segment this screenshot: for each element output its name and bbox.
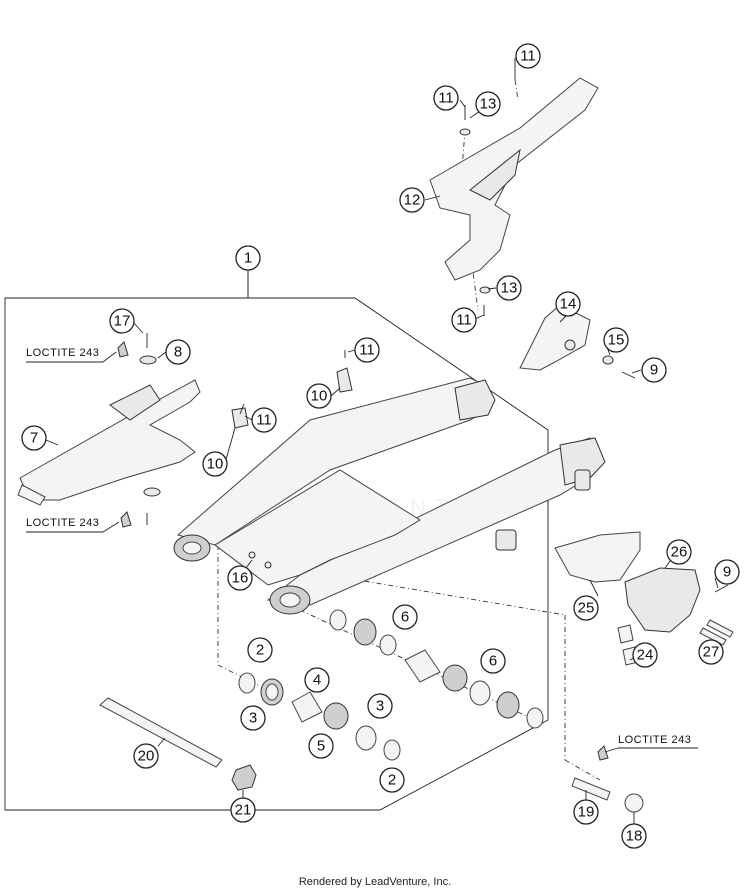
callout-11-a: 11 — [515, 43, 541, 69]
svg-text:11: 11 — [256, 412, 272, 429]
svg-text:8: 8 — [174, 344, 182, 361]
svg-text:26: 26 — [671, 544, 688, 561]
chain-slider — [17, 379, 201, 506]
callout-8: 8 — [165, 339, 191, 365]
svg-text:19: 19 — [578, 804, 595, 821]
callout-19: 19 — [573, 799, 599, 825]
svg-text:6: 6 — [489, 653, 497, 670]
svg-text:10: 10 — [311, 388, 328, 405]
svg-text:9: 9 — [650, 362, 658, 379]
assembly-outline — [4, 270, 549, 811]
callout-3-left: 3 — [240, 705, 266, 731]
footer-credit: Rendered by LeadVenture, Inc. — [298, 876, 452, 888]
callout-15: 15 — [603, 327, 629, 353]
svg-text:2: 2 — [256, 642, 264, 659]
callout-26: 26 — [666, 539, 692, 565]
svg-text:LOCTITE 243: LOCTITE 243 — [26, 347, 99, 359]
callout-20: 20 — [133, 743, 159, 769]
svg-text:12: 12 — [404, 192, 421, 209]
callout-6-lower: 6 — [480, 648, 506, 674]
callout-18: 18 — [621, 823, 647, 849]
callout-16: 16 — [227, 565, 253, 591]
callout-11-c: 11 — [354, 337, 380, 363]
pivot-axle — [99, 697, 257, 791]
svg-text:6: 6 — [401, 609, 409, 626]
svg-text:9: 9 — [723, 564, 731, 581]
svg-text:LOCTITE 243: LOCTITE 243 — [618, 734, 691, 746]
callout-2-upper: 2 — [247, 637, 273, 663]
svg-text:15: 15 — [608, 332, 625, 349]
svg-text:11: 11 — [456, 312, 472, 329]
svg-text:2: 2 — [388, 772, 396, 789]
swing-arm — [173, 377, 606, 615]
svg-text:20: 20 — [138, 748, 155, 765]
svg-text:5: 5 — [317, 738, 325, 755]
callout-5: 5 — [308, 733, 334, 759]
svg-text:14: 14 — [560, 296, 577, 313]
svg-text:21: 21 — [235, 802, 252, 819]
callout-1: 1 — [235, 245, 261, 271]
svg-text:3: 3 — [376, 698, 384, 715]
callout-4: 4 — [304, 667, 330, 693]
callout-11-b: 11 — [433, 85, 459, 111]
svg-text:4: 4 — [313, 672, 321, 689]
svg-text:3: 3 — [249, 710, 257, 727]
loctite-label-2: LOCTITE 243 — [26, 517, 120, 533]
callout-25: 25 — [573, 595, 599, 621]
callout-7: 7 — [21, 425, 47, 451]
svg-text:7: 7 — [30, 430, 38, 447]
callout-14: 14 — [555, 291, 581, 317]
callout-12: 12 — [399, 187, 425, 213]
svg-text:13: 13 — [480, 96, 497, 113]
callout-3-right: 3 — [367, 693, 393, 719]
svg-text:10: 10 — [207, 456, 224, 473]
callout-21: 21 — [230, 797, 256, 823]
axle-bolt — [571, 777, 644, 813]
svg-text:24: 24 — [637, 647, 654, 664]
loctite-label-1: LOCTITE 243 — [26, 347, 117, 363]
svg-text:LOCTITE 243: LOCTITE 243 — [26, 517, 99, 529]
svg-text:17: 17 — [114, 313, 131, 330]
callout-24: 24 — [632, 642, 658, 668]
svg-text:13: 13 — [501, 280, 518, 297]
svg-text:11: 11 — [359, 342, 375, 359]
callout-11-d: 11 — [251, 407, 277, 433]
callout-6-upper: 6 — [392, 604, 418, 630]
bearings-bushings — [238, 609, 544, 761]
callout-9-upper: 9 — [641, 357, 667, 383]
chain-guide — [554, 531, 701, 633]
callout-10-lower: 10 — [202, 451, 228, 477]
svg-text:16: 16 — [232, 570, 249, 587]
svg-text:27: 27 — [703, 644, 720, 661]
callout-13-upper: 13 — [475, 91, 501, 117]
callout-2-lower: 2 — [379, 767, 405, 793]
callout-10-upper: 10 — [306, 383, 332, 409]
chain-guard-upper — [429, 77, 599, 281]
callout-11-e: 11 — [451, 307, 477, 333]
svg-text:1: 1 — [244, 250, 252, 267]
callout-27: 27 — [698, 639, 724, 665]
callout-13-lower: 13 — [496, 275, 522, 301]
svg-text:18: 18 — [626, 828, 643, 845]
callout-17: 17 — [109, 308, 135, 334]
svg-text:11: 11 — [520, 48, 536, 65]
sprocket-guard — [519, 304, 591, 371]
svg-text:25: 25 — [578, 600, 595, 617]
callout-9-lower: 9 — [714, 559, 740, 585]
loctite-label-3: LOCTITE 243 — [604, 734, 698, 753]
svg-text:11: 11 — [438, 90, 454, 107]
